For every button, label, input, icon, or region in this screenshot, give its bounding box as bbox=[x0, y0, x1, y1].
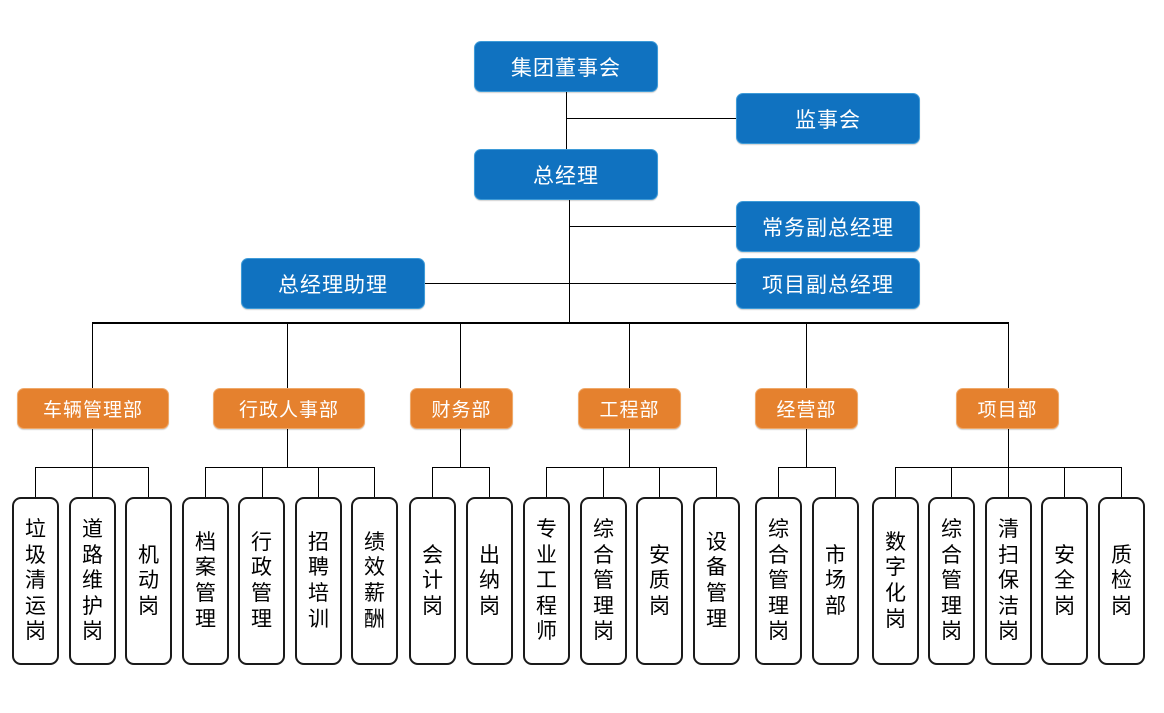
leaf-position[interactable]: 道路维护岗 bbox=[69, 497, 116, 665]
leaf-position[interactable]: 综合管理岗 bbox=[755, 497, 802, 665]
connector-dept3-bus bbox=[432, 467, 490, 468]
leaf-position[interactable]: 机动岗 bbox=[125, 497, 172, 665]
node-board[interactable]: 集团董事会 bbox=[474, 41, 658, 92]
leaf-position[interactable]: 绩效薪酬 bbox=[351, 497, 398, 665]
connector-project-vice-gm bbox=[569, 283, 736, 284]
connector-board-down bbox=[566, 91, 567, 199]
leaf-label: 综合管理岗 bbox=[768, 516, 789, 644]
connector-dept6-leaf-3 bbox=[1008, 467, 1009, 498]
leaf-label: 垃圾清运岗 bbox=[25, 516, 46, 644]
connector-dept5-leaf-1 bbox=[778, 467, 779, 498]
connector-dept-drop-5 bbox=[806, 322, 807, 388]
leaf-position[interactable]: 出纳岗 bbox=[466, 497, 513, 665]
leaf-position[interactable]: 清扫保洁岗 bbox=[985, 497, 1032, 665]
leaf-label: 质检岗 bbox=[1111, 542, 1132, 618]
leaf-label: 绩效薪酬 bbox=[364, 529, 385, 631]
connector-exec-vice-gm bbox=[569, 226, 736, 227]
leaf-label: 专业工程师 bbox=[536, 516, 557, 644]
node-general-manager[interactable]: 总经理 bbox=[474, 149, 658, 200]
node-department-admin-hr[interactable]: 行政人事部 bbox=[213, 388, 365, 429]
leaf-position[interactable]: 专业工程师 bbox=[523, 497, 570, 665]
leaf-position[interactable]: 安质岗 bbox=[636, 497, 683, 665]
leaf-position[interactable]: 数字化岗 bbox=[872, 497, 919, 665]
connector-dept4-stem bbox=[629, 428, 630, 468]
connector-dept-drop-4 bbox=[629, 322, 630, 388]
leaf-position[interactable]: 档案管理 bbox=[182, 497, 229, 665]
leaf-label: 出纳岗 bbox=[479, 542, 500, 618]
leaf-label: 档案管理 bbox=[195, 529, 216, 631]
leaf-label: 数字化岗 bbox=[885, 529, 906, 631]
connector-dept5-bus bbox=[778, 467, 836, 468]
leaf-position[interactable]: 综合管理岗 bbox=[580, 497, 627, 665]
connector-dept-drop-3 bbox=[460, 322, 461, 388]
connector-dept3-stem bbox=[460, 428, 461, 468]
leaf-label: 综合管理岗 bbox=[941, 516, 962, 644]
leaf-position[interactable]: 垃圾清运岗 bbox=[12, 497, 59, 665]
leaf-position[interactable]: 质检岗 bbox=[1098, 497, 1145, 665]
leaf-position[interactable]: 综合管理岗 bbox=[928, 497, 975, 665]
leaf-position[interactable]: 招聘培训 bbox=[295, 497, 342, 665]
node-department-vehicle-management[interactable]: 车辆管理部 bbox=[17, 388, 169, 429]
leaf-label: 设备管理 bbox=[706, 529, 727, 631]
connector-dept1-leaf-2 bbox=[92, 467, 93, 498]
connector-dept2-bus bbox=[205, 467, 375, 468]
leaf-label: 安全岗 bbox=[1054, 542, 1075, 618]
node-department-operations[interactable]: 经营部 bbox=[755, 388, 858, 429]
leaf-label: 会计岗 bbox=[422, 542, 443, 618]
leaf-label: 市场部 bbox=[825, 542, 846, 618]
connector-gm-down bbox=[569, 199, 570, 323]
connector-dept1-leaf-3 bbox=[148, 467, 149, 498]
leaf-label: 道路维护岗 bbox=[82, 516, 103, 644]
connector-dept2-leaf-3 bbox=[318, 467, 319, 498]
connector-dept2-leaf-1 bbox=[205, 467, 206, 498]
leaf-position[interactable]: 会计岗 bbox=[409, 497, 456, 665]
connector-dept-drop-2 bbox=[287, 322, 288, 388]
connector-dept6-leaf-2 bbox=[951, 467, 952, 498]
connector-dept6-stem bbox=[1008, 428, 1009, 468]
connector-dept1-stem bbox=[92, 428, 93, 468]
connector-supervisory bbox=[566, 118, 736, 119]
node-gm-assistant[interactable]: 总经理助理 bbox=[241, 258, 425, 309]
connector-dept3-leaf-1 bbox=[432, 467, 433, 498]
leaf-position[interactable]: 安全岗 bbox=[1041, 497, 1088, 665]
connector-dept6-leaf-1 bbox=[895, 467, 896, 498]
connector-dept-drop-1 bbox=[92, 322, 93, 388]
connector-dept6-leaf-5 bbox=[1121, 467, 1122, 498]
leaf-position[interactable]: 设备管理 bbox=[693, 497, 740, 665]
leaf-label: 安质岗 bbox=[649, 542, 670, 618]
connector-dept1-leaf-1 bbox=[35, 467, 36, 498]
node-department-project[interactable]: 项目部 bbox=[956, 388, 1059, 429]
connector-dept5-leaf-2 bbox=[835, 467, 836, 498]
leaf-label: 清扫保洁岗 bbox=[998, 516, 1019, 644]
node-executive-vice-gm[interactable]: 常务副总经理 bbox=[736, 201, 920, 252]
connector-dept4-bus bbox=[546, 467, 717, 468]
leaf-label: 招聘培训 bbox=[308, 529, 329, 631]
node-department-finance[interactable]: 财务部 bbox=[410, 388, 513, 429]
connector-dept3-leaf-2 bbox=[489, 467, 490, 498]
connector-dept4-leaf-3 bbox=[659, 467, 660, 498]
leaf-label: 机动岗 bbox=[138, 542, 159, 618]
leaf-label: 综合管理岗 bbox=[593, 516, 614, 644]
connector-dept-drop-6 bbox=[1008, 322, 1009, 388]
node-project-vice-gm[interactable]: 项目副总经理 bbox=[736, 258, 920, 309]
connector-dept2-stem bbox=[287, 428, 288, 468]
node-supervisory-board[interactable]: 监事会 bbox=[736, 93, 920, 144]
connector-dept4-leaf-4 bbox=[716, 467, 717, 498]
leaf-position[interactable]: 市场部 bbox=[812, 497, 859, 665]
connector-dept2-leaf-2 bbox=[262, 467, 263, 498]
leaf-label: 行政管理 bbox=[251, 529, 272, 631]
node-department-engineering[interactable]: 工程部 bbox=[578, 388, 681, 429]
connector-dept6-leaf-4 bbox=[1064, 467, 1065, 498]
leaf-position[interactable]: 行政管理 bbox=[238, 497, 285, 665]
connector-dept5-stem bbox=[806, 428, 807, 468]
connector-dept2-leaf-4 bbox=[374, 467, 375, 498]
department-bus bbox=[92, 322, 1009, 324]
connector-gm-assistant bbox=[425, 283, 570, 284]
connector-dept4-leaf-1 bbox=[546, 467, 547, 498]
connector-dept4-leaf-2 bbox=[603, 467, 604, 498]
